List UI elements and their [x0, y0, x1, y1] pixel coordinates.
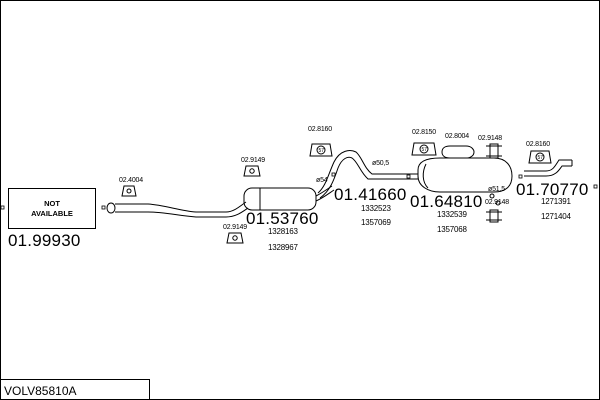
marker-square: [406, 174, 411, 179]
accessory-number: 02.4004: [119, 177, 143, 184]
tail-pipe: [524, 159, 573, 177]
rubber-hanger-icon: [486, 209, 502, 223]
reference-number: 1357069: [361, 218, 391, 227]
accessory-number: 02.8004: [445, 133, 469, 140]
reference-number: 1332539: [437, 210, 467, 219]
clamp-icon: 57: [309, 143, 333, 157]
model-code: VOLV85810A: [4, 384, 77, 398]
rubber-hanger-icon: [121, 185, 137, 197]
part-number: 01.64810: [410, 192, 483, 211]
reference-number: 1357068: [437, 225, 467, 234]
marker-square: [331, 172, 336, 177]
rubber-hanger-icon: [243, 165, 261, 177]
not-available-box: NOT AVAILABLE: [8, 188, 96, 229]
part-number: 01.99930: [8, 231, 81, 250]
accessory-number: 02.8150: [412, 129, 436, 136]
middle-pipe: [317, 150, 404, 199]
rubber-hanger-icon: [226, 232, 244, 244]
part-number: 01.41660: [334, 185, 407, 204]
reference-number: 1332523: [361, 204, 391, 213]
rubber-hanger-icon: [486, 143, 502, 159]
dimension-label: ø50,5: [372, 160, 389, 167]
accessory-number: 02.8160: [526, 141, 550, 148]
svg-text:57: 57: [422, 147, 428, 153]
marker-square: [593, 184, 598, 189]
reference-number: 1271391: [541, 197, 571, 206]
accessory-number: 02.9148: [485, 199, 509, 206]
reference-number: 1328163: [268, 227, 298, 236]
middle-silencer: [243, 185, 335, 211]
accessory-number: 02.9149: [241, 157, 265, 164]
reference-number: 1271404: [541, 212, 571, 221]
rear-silencer: [404, 157, 513, 206]
not-available-text: NOT AVAILABLE: [31, 199, 73, 218]
reference-number: 1328967: [268, 243, 298, 252]
clamp-icon: 57: [411, 142, 437, 156]
accessory-number: 02.9149: [223, 224, 247, 231]
svg-text:57: 57: [538, 155, 544, 161]
svg-text:57: 57: [319, 148, 325, 154]
clamp-icon: 57: [528, 150, 552, 164]
front-pipe: [106, 201, 249, 218]
dimension-label: ø51,5: [488, 186, 505, 193]
marker-square: [0, 205, 5, 210]
accessory-number: 02.8160: [308, 126, 332, 133]
marker-square: [518, 174, 523, 179]
model-code-box: VOLV85810A: [0, 379, 150, 399]
part-number: 01.70770: [516, 180, 589, 199]
accessory-number: 02.9148: [478, 135, 502, 142]
marker-square: [101, 205, 106, 210]
dimension-label: ø54: [316, 177, 328, 184]
part-number: 01.53760: [246, 209, 319, 228]
gasket-icon: [441, 145, 475, 159]
